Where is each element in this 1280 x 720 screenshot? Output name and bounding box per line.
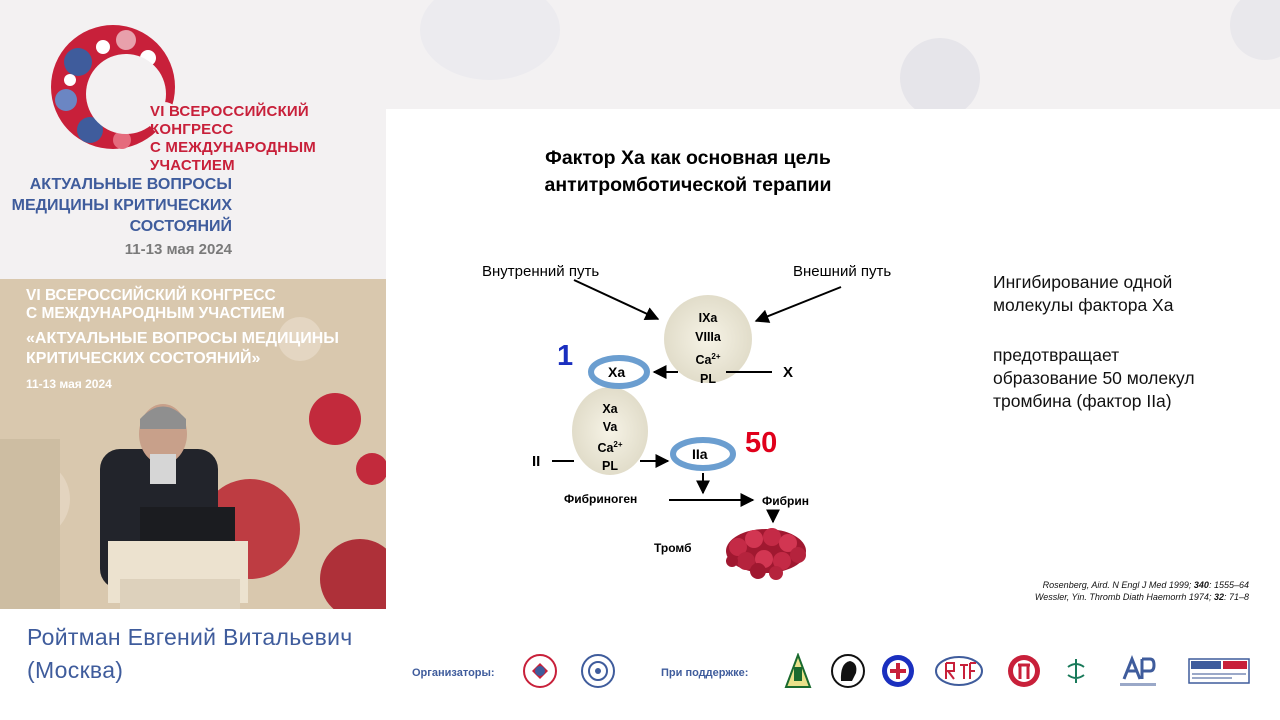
background-circle (900, 38, 980, 118)
pl-label: PL (678, 370, 738, 389)
extrinsic-pathway-label: Внешний путь (793, 263, 891, 280)
background-circle (420, 0, 560, 80)
references: Rosenberg, Aird. N Engl J Med 1999; 340:… (1009, 579, 1249, 603)
calcium-label: Ca2+ (580, 436, 640, 457)
xa-label: Xa (608, 364, 625, 380)
video-banner-title: VI ВСЕРОССИЙСКИЙ КОНГРЕСС С МЕЖДУНАРОДНЫ… (26, 287, 285, 323)
speaker-name: Ройтман Евгений Витальевич (27, 621, 353, 654)
arrow-intrinsic (574, 280, 658, 319)
va-label: Va (580, 418, 640, 436)
arrow-extrinsic (756, 287, 841, 321)
organizers-label: Организаторы: (412, 667, 495, 679)
thrombus-icon (726, 528, 806, 580)
footer-bar: Ройтман Евгений Витальевич (Москва) Орга… (0, 609, 1280, 720)
video-banner-subtitle: «АКТУАЛЬНЫЕ ВОПРОСЫ МЕДИЦИНЫ КРИТИЧЕСКИХ… (26, 329, 339, 369)
sponsor-logo-icon (830, 653, 866, 689)
sponsor-logo-icon (1006, 653, 1042, 689)
organizer-logo-icon (522, 653, 558, 689)
reference-1: Rosenberg, Aird. N Engl J Med 1999; 340:… (1009, 579, 1249, 591)
speaker-city: (Москва) (27, 654, 353, 687)
pl-label: PL (580, 457, 640, 475)
sponsor-logo-icon (934, 653, 984, 689)
factor-x-label: X (783, 364, 793, 381)
viiia-label: VIIIa (678, 328, 738, 347)
tenase-labels: IXa VIIIa Ca2+ PL (678, 309, 738, 389)
iia-label: IIa (692, 446, 708, 462)
prothrombinase-labels: Xa Va Ca2+ PL (580, 400, 640, 475)
thrombus-label: Тромб (654, 541, 692, 555)
note-inhibition: Ингибирование одной молекулы фактора Xa (993, 271, 1173, 317)
ixa-label: IXa (678, 309, 738, 328)
speaker-video: VI ВСЕРОССИЙСКИЙ КОНГРЕСС С МЕЖДУНАРОДНЫ… (0, 279, 386, 609)
congress-logo: VI ВСЕРОССИЙСКИЙ КОНГРЕСС С МЕЖДУНАРОДНЫ… (0, 0, 390, 278)
background-circle (1230, 0, 1280, 60)
sponsor-logo-icon (1188, 653, 1250, 689)
congress-subtitle: АКТУАЛЬНЫЕ ВОПРОСЫ МЕДИЦИНЫ КРИТИЧЕСКИХ … (0, 174, 232, 237)
sponsor-logo-icon (780, 653, 816, 689)
xa-complex-label: Xa (580, 400, 640, 418)
note-prevents: предотвращает образование 50 молекул тро… (993, 344, 1195, 413)
video-banner-dates: 11-13 мая 2024 (26, 377, 112, 391)
congress-title: VI ВСЕРОССИЙСКИЙ КОНГРЕСС С МЕЖДУНАРОДНЫ… (150, 103, 316, 175)
support-label: При поддержке: (661, 667, 748, 679)
organizer-logo-icon (580, 653, 616, 689)
sponsor-logo-icon (1116, 653, 1160, 689)
count-fifty: 50 (745, 427, 777, 460)
speaker-caption: Ройтман Евгений Витальевич (Москва) (27, 621, 353, 687)
presentation-slide: Фактор Xa как основная цель антитромботи… (386, 109, 1280, 609)
factor-ii-label: II (532, 453, 540, 470)
sponsor-logo-icon (1058, 653, 1094, 689)
fibrin-label: Фибрин (762, 494, 809, 508)
fibrinogen-label: Фибриноген (564, 492, 637, 506)
count-one: 1 (557, 340, 573, 373)
congress-dates: 11-13 мая 2024 (0, 241, 232, 258)
calcium-label: Ca2+ (678, 347, 738, 370)
intrinsic-pathway-label: Внутренний путь (482, 263, 599, 280)
reference-2: Wessler, Yin. Thromb Diath Haemorrh 1974… (1009, 591, 1249, 603)
sponsor-logo-icon (880, 653, 916, 689)
